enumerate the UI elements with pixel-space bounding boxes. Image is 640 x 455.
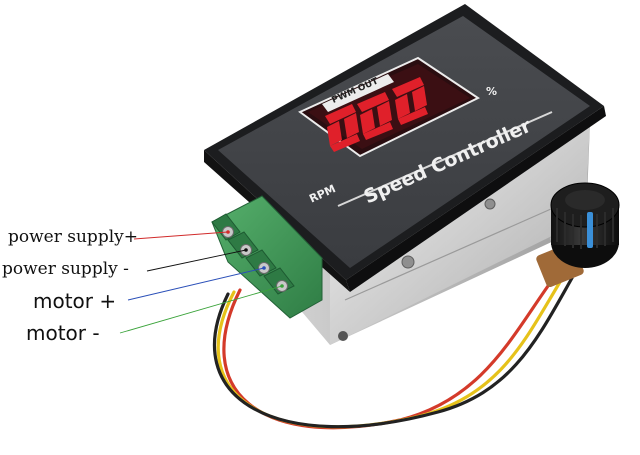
led-display: [298, 56, 480, 158]
pot-wires: [213, 276, 574, 430]
potentiometer: [536, 182, 620, 288]
label-motor-plus: motor +: [33, 289, 117, 313]
led-digits: [325, 77, 428, 152]
label-motor-minus: motor -: [26, 321, 100, 345]
label-power-supply-plus: power supply+: [8, 227, 138, 247]
label-leader-lines: [119, 231, 283, 334]
percent-symbol: %: [486, 85, 497, 98]
terminal-block: [211, 195, 323, 319]
label-power-supply-minus: power supply -: [2, 259, 129, 279]
